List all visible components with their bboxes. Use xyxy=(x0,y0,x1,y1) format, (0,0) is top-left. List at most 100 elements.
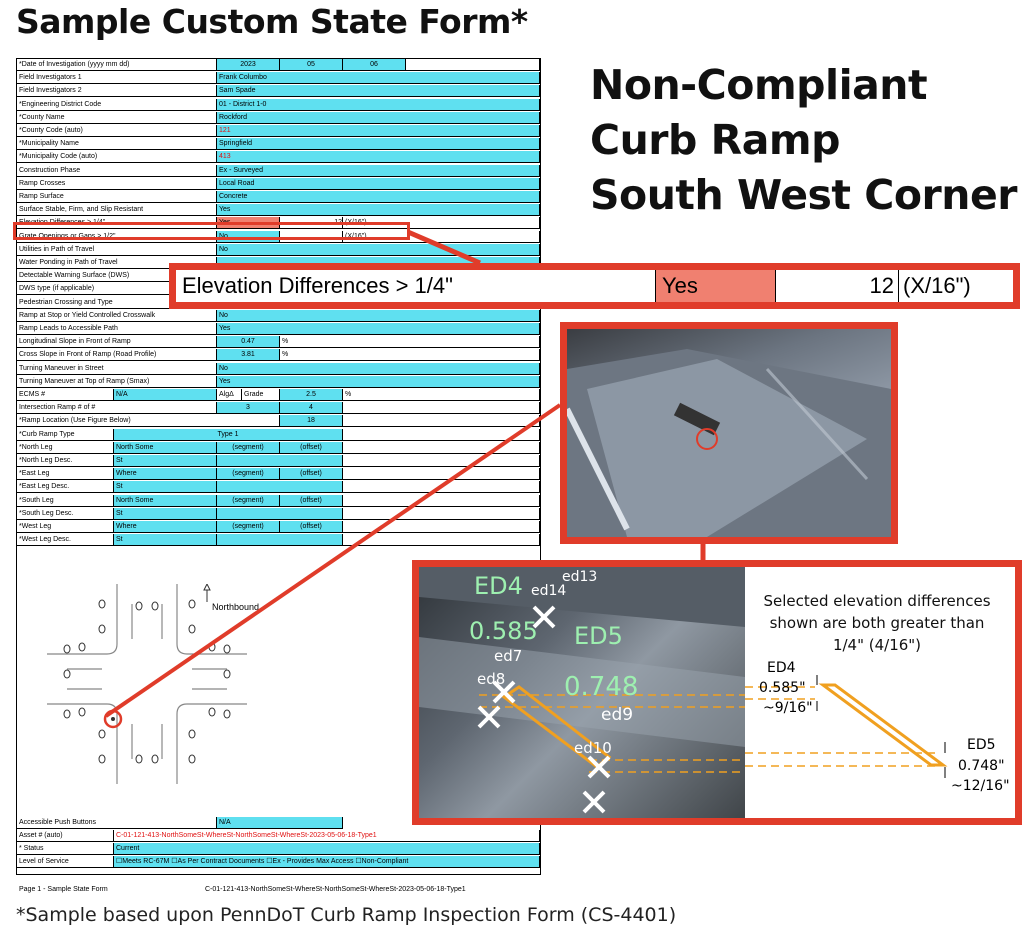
field-value[interactable]: 3.81 xyxy=(217,349,280,362)
field-value[interactable]: No xyxy=(217,309,540,322)
alg-label: AlgΔ xyxy=(217,389,242,401)
field-label: *North Leg Desc. xyxy=(17,455,114,467)
page-footer-right: C-01-121-413-NorthSomeSt-WhereSt-NorthSo… xyxy=(205,886,466,893)
asset-field[interactable]: C-01-121-413-NorthSomeSt-WhereSt-NorthSo… xyxy=(114,830,540,842)
blank-cell[interactable] xyxy=(217,534,343,547)
leg-field[interactable]: St xyxy=(114,455,217,467)
diagram-ed4-value: 0.585" xyxy=(759,680,806,696)
level-of-service-field[interactable]: ☐Meets RC-67M ☐As Per Contract Documents… xyxy=(114,856,540,868)
segment-field[interactable]: (segment) xyxy=(217,494,280,507)
form-row: Surface Stable, Firm, and Slip Resistant… xyxy=(17,204,540,217)
zoom-unit: (X/16") xyxy=(903,273,971,298)
field-value[interactable]: Yes xyxy=(217,323,540,335)
label-0748: 0.748 xyxy=(564,672,639,702)
blank-cell[interactable] xyxy=(217,481,343,494)
leg-field[interactable]: St xyxy=(114,481,217,494)
offset-field[interactable]: (offset) xyxy=(280,494,343,507)
field-label: Longitudinal Slope in Front of Ramp xyxy=(17,336,217,349)
blank-cell[interactable] xyxy=(217,507,343,520)
field-value[interactable]: 121 xyxy=(217,125,540,137)
field-label: Ramp Crosses xyxy=(17,177,217,190)
ramp-type-field[interactable]: Type 1 xyxy=(114,428,343,441)
field-value[interactable]: 0.47 xyxy=(217,336,280,349)
day-field[interactable]: 06 xyxy=(343,59,406,71)
field-label: *West Leg Desc. xyxy=(17,534,114,547)
field-label: Turning Maneuver at Top of Ramp (Smax) xyxy=(17,375,217,388)
field-label: *East Leg Desc. xyxy=(17,481,114,494)
blank-cell xyxy=(343,468,540,481)
field-value[interactable]: No xyxy=(217,362,540,375)
field-label: * Status xyxy=(17,843,114,855)
leg-field[interactable]: St xyxy=(114,534,217,547)
label-ed9: ed9 xyxy=(601,705,634,725)
leg-field[interactable]: North Some xyxy=(114,494,217,507)
field-value[interactable]: Local Road xyxy=(217,177,540,190)
label-ed14: ed14 xyxy=(531,583,567,599)
grade-field[interactable]: 2.5 xyxy=(280,389,343,401)
field-value[interactable]: Concrete xyxy=(217,191,540,203)
ramp-total-field[interactable]: 4 xyxy=(280,402,343,415)
leg-field[interactable]: Where xyxy=(114,521,217,533)
ecms-field[interactable]: N/A xyxy=(114,389,217,401)
field-label: Construction Phase xyxy=(17,164,217,177)
segment-field[interactable]: (segment) xyxy=(217,468,280,481)
label-ed10: ed10 xyxy=(574,739,612,757)
leg-field[interactable]: St xyxy=(114,507,217,520)
footnote: *Sample based upon PennDoT Curb Ramp Ins… xyxy=(16,904,677,926)
offset-field[interactable]: (offset) xyxy=(280,468,343,481)
form-row: Asset # (auto)C-01-121-413-NorthSomeSt-W… xyxy=(17,830,540,843)
field-label: Accessible Push Buttons xyxy=(17,817,217,829)
field-value[interactable]: Sam Spade xyxy=(217,85,540,98)
status-field[interactable]: Current xyxy=(114,843,540,855)
elevation-diagram-panel: Selected elevation differences shown are… xyxy=(745,567,1015,818)
ramp-location-field[interactable]: 18 xyxy=(280,415,343,428)
field-value[interactable]: Yes xyxy=(217,204,540,217)
field-label: *West Leg xyxy=(17,521,114,533)
elevation-note: Selected elevation differences shown are… xyxy=(763,592,991,654)
field-unit: % xyxy=(280,349,540,362)
leg-field[interactable]: North Some xyxy=(114,441,217,454)
month-field[interactable]: 05 xyxy=(280,59,343,71)
blank-cell xyxy=(343,494,540,507)
ramp-number-field[interactable]: 3 xyxy=(217,402,280,415)
field-label: Turning Maneuver in Street xyxy=(17,362,217,375)
field-value[interactable]: Springfield xyxy=(217,138,540,151)
field-label: Surface Stable, Firm, and Slip Resistant xyxy=(17,204,217,217)
field-label: Intersection Ramp # of # xyxy=(17,402,217,415)
blank-cell[interactable] xyxy=(217,455,343,467)
leg-field[interactable]: Where xyxy=(114,468,217,481)
segment-field[interactable]: (segment) xyxy=(217,441,280,454)
blank-cell xyxy=(343,455,540,467)
field-value[interactable]: Rockford xyxy=(217,111,540,124)
field-value[interactable]: 413 xyxy=(217,151,540,164)
field-value[interactable]: Frank Columbo xyxy=(217,72,540,85)
form-row: Ramp at Stop or Yield Controlled Crosswa… xyxy=(17,309,540,323)
label-ed5: ED5 xyxy=(574,622,623,650)
offset-field[interactable]: (offset) xyxy=(280,521,343,533)
field-value[interactable]: Ex - Surveyed xyxy=(217,164,540,177)
field-label: Ramp at Stop or Yield Controlled Crosswa… xyxy=(17,309,217,322)
unit-label: % xyxy=(343,389,540,401)
field-label: *Engineering District Code xyxy=(17,98,217,111)
field-value[interactable]: 01 - District 1-0 xyxy=(217,98,540,111)
form-row-leg: *North Leg Desc.St xyxy=(17,455,540,468)
field-value[interactable]: Yes xyxy=(217,375,540,388)
segment-field[interactable]: (segment) xyxy=(217,521,280,533)
year-field[interactable]: 2023 xyxy=(217,59,280,71)
intersection-diagram xyxy=(47,584,247,784)
diagram-ed5: ED5 xyxy=(967,737,996,753)
offset-field[interactable]: (offset) xyxy=(280,441,343,454)
form-row: Turning Maneuver at Top of Ramp (Smax)Ye… xyxy=(17,375,540,389)
page-title: Sample Custom State Form* xyxy=(16,2,528,41)
northbound-label: Northbound xyxy=(212,602,260,612)
field-label: *North Leg xyxy=(17,441,114,454)
push-button-field[interactable]: N/A xyxy=(217,817,343,829)
